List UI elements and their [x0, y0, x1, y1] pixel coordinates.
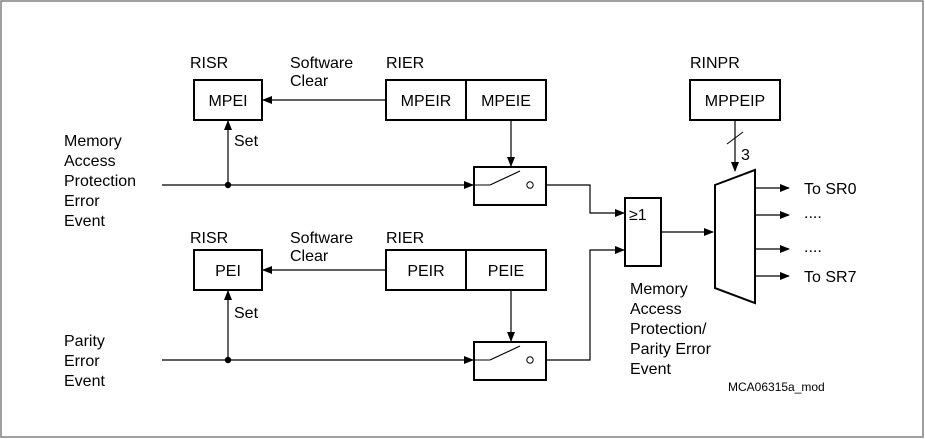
- output-label-3: To SR7: [804, 269, 857, 286]
- lower-rier-enable-box: [465, 249, 547, 291]
- upper-event-line-4: Error: [64, 193, 100, 210]
- output-label-1: ....: [804, 205, 822, 222]
- lower-set-label: Set: [234, 305, 259, 322]
- figure-id: MCA06315a_mod: [728, 380, 825, 394]
- combined-event-line-1: Memory: [630, 281, 688, 298]
- upper-event-line-3: Protection: [64, 173, 136, 190]
- or-gate-label: ≥1: [629, 207, 647, 224]
- upper-event-line-1: Memory: [64, 133, 122, 150]
- rinpr-title: RINPR: [690, 55, 740, 72]
- upper-gate-switch: [473, 166, 547, 206]
- output-label-2: ....: [804, 239, 822, 256]
- lower-event-line-2: Error: [64, 353, 100, 370]
- lower-software-label-1: Software: [290, 230, 353, 247]
- bus-slash: [726, 131, 744, 145]
- upper-software-label-2: Clear: [290, 73, 329, 90]
- lower-risr-title: RISR: [190, 230, 228, 247]
- lower-risr-box: [193, 249, 263, 291]
- upper-rier-enable-box: [465, 79, 547, 121]
- upper-event-line-5: Event: [64, 213, 105, 230]
- bus-width-label: 3: [741, 147, 750, 164]
- combined-event-line-3: Protection/: [630, 321, 707, 338]
- upper-rier-request-bit: MPEIR: [401, 93, 452, 110]
- lower-risr-bit: PEI: [215, 263, 241, 280]
- upper-to-or-wire: [546, 184, 625, 217]
- lower-event-line-1: Parity: [64, 333, 105, 350]
- combined-event-line-5: Event: [630, 361, 671, 378]
- combined-event-line-4: Parity Error: [630, 341, 712, 358]
- lower-to-or-wire: [546, 246, 625, 361]
- rinpr-box: [689, 79, 781, 121]
- lower-rier-request-bit: PEIR: [407, 263, 444, 280]
- lower-software-label-2: Clear: [290, 248, 329, 265]
- output-label-0: To SR0: [804, 181, 857, 198]
- lower-rier-title: RIER: [386, 230, 424, 247]
- lower-rier-request-box: [385, 249, 467, 291]
- upper-risr-bit: MPEI: [208, 93, 247, 110]
- lower-rier-enable-bit: PEIE: [488, 263, 524, 280]
- upper-set-label: Set: [234, 133, 259, 150]
- upper-rier-request-box: [385, 79, 467, 121]
- upper-rier-title: RIER: [386, 55, 424, 72]
- rinpr-bit: MPPEIP: [705, 93, 765, 110]
- upper-software-label-1: Software: [290, 55, 353, 72]
- lower-event-line-3: Event: [64, 373, 105, 390]
- multiplexer: [714, 168, 756, 305]
- combined-event-line-2: Access: [630, 301, 682, 318]
- lower-gate-switch: [473, 341, 547, 381]
- upper-event-line-2: Access: [64, 153, 116, 170]
- upper-rier-enable-bit: MPEIE: [481, 93, 531, 110]
- upper-risr-title: RISR: [190, 55, 228, 72]
